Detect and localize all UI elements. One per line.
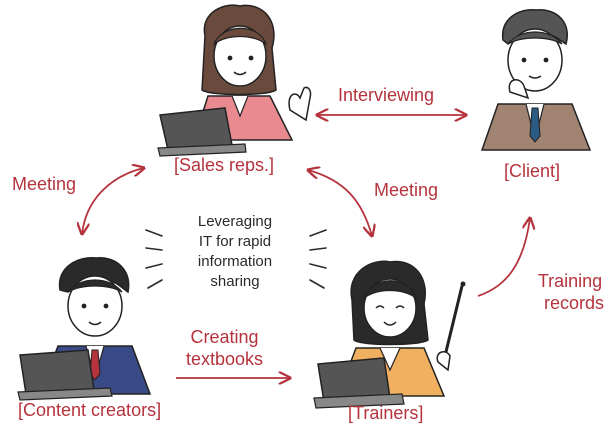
training-line-1: Training <box>537 271 603 291</box>
info-sharing-rays <box>145 229 327 289</box>
meeting-right-arrow <box>308 170 372 236</box>
center-line-1: Leveraging <box>197 213 273 230</box>
action-label-interviewing: Interviewing <box>338 85 435 105</box>
role-label-content-creators: [Content creators] <box>18 400 162 420</box>
creating-line-2: textbooks <box>186 349 264 369</box>
action-label-training-records: Training records <box>536 270 604 314</box>
content-creator-illustration <box>17 257 152 401</box>
role-label-client: [Client] <box>504 161 561 181</box>
creating-line-1: Creating <box>190 327 259 347</box>
center-caption: Leveraging IT for rapid information shar… <box>175 212 295 292</box>
training-line-2: records <box>544 293 605 313</box>
center-line-4: sharing <box>210 273 260 290</box>
client-illustration <box>480 9 592 151</box>
action-label-meeting-left: Meeting <box>12 174 77 194</box>
action-label-meeting-right: Meeting <box>374 180 439 200</box>
sales-rep-illustration <box>157 4 312 157</box>
center-line-2: IT for rapid <box>198 233 272 250</box>
action-label-creating-textbooks: Creating textbooks <box>186 326 263 370</box>
role-label-sales: [Sales reps.] <box>174 155 275 175</box>
role-label-trainers: [Trainers] <box>348 403 424 423</box>
training-records-arrow <box>477 218 530 297</box>
trainer-illustration <box>313 260 466 409</box>
meeting-left-arrow <box>82 168 144 234</box>
center-line-3: information <box>197 253 273 270</box>
